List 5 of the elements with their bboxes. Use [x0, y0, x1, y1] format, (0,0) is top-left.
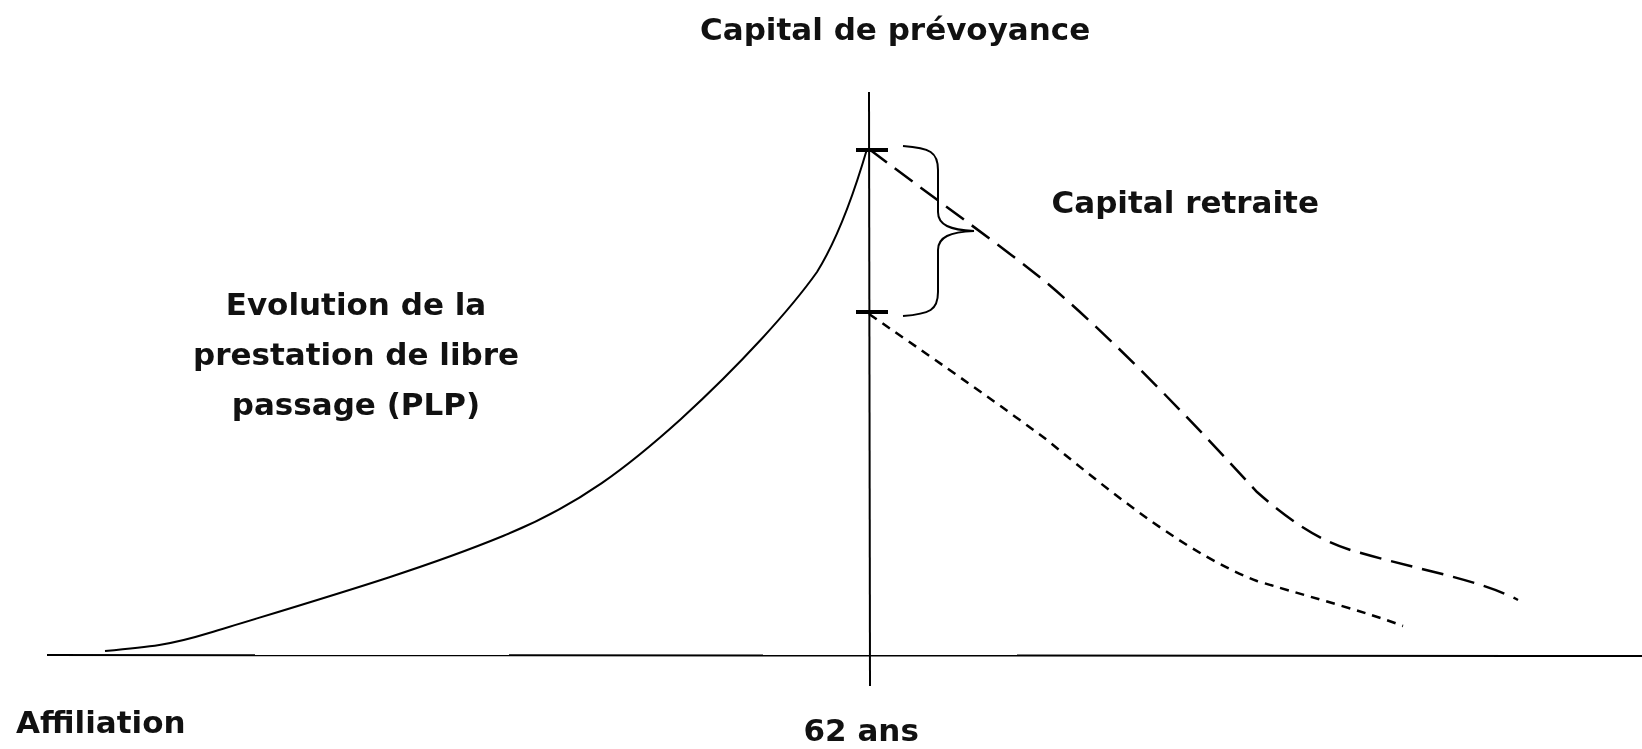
axis-title: Capital de prévoyance: [700, 10, 1091, 49]
curve-label: Evolution de la prestation de libre passage (PLP): [191, 285, 521, 424]
axis-label: 62 ans: [803, 711, 919, 749]
axis-label: Affiliation: [16, 703, 186, 742]
bracket-label: Capital retraite: [1051, 183, 1319, 222]
